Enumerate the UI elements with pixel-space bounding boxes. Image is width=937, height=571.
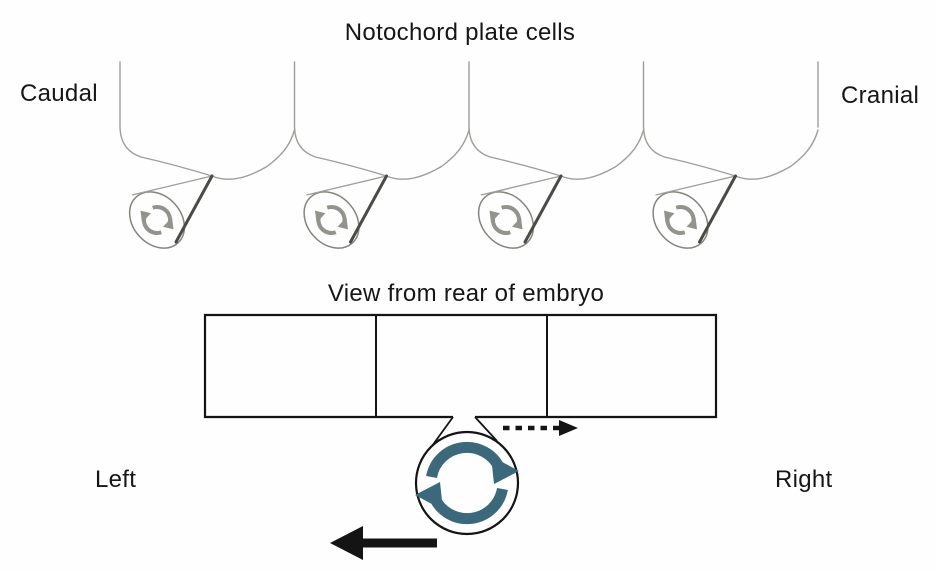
cilium-funnel	[431, 416, 498, 447]
bottom-panel-title: View from rear of embryo	[327, 280, 605, 307]
left-motion-arrow-icon	[330, 526, 437, 560]
rotating-cilium-icon	[414, 430, 520, 536]
dashed-right-arrow-icon	[503, 420, 578, 436]
top-panel-title: Notochord plate cells	[344, 19, 576, 46]
right-label: Right	[775, 466, 833, 493]
notochord-cells-outline	[119, 61, 819, 180]
cilia-row	[116, 174, 738, 262]
caudal-label: Caudal	[20, 80, 98, 107]
cranial-label: Cranial	[841, 82, 920, 109]
left-label: Left	[95, 466, 137, 493]
rear-view-cell-grid	[203, 313, 718, 419]
